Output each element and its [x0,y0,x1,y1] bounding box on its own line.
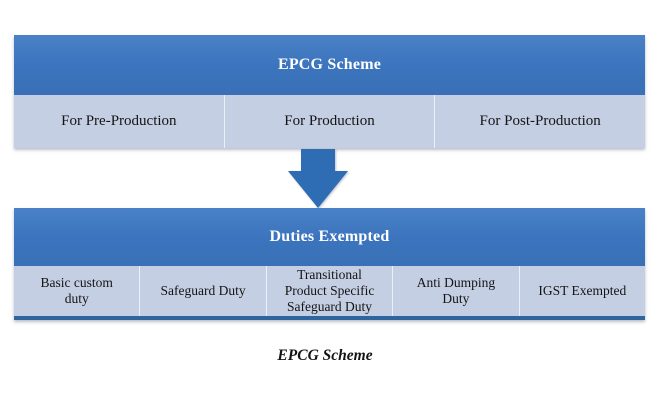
down-block-arrow-icon [288,149,348,208]
cell-anti-dumping-duty: Anti Dumping Duty [392,266,518,316]
cell-production: For Production [223,95,435,148]
epcg-scheme-table-header: EPCG Scheme [14,35,645,95]
cell-igst-exempted: IGST Exempted [518,266,645,316]
figure-caption: EPCG Scheme [277,347,373,364]
duties-exempted-table-row: Basic custom duty Safeguard Duty Transit… [14,266,645,316]
cell-safeguard-duty: Safeguard Duty [139,266,265,316]
cell-post-production: For Post-Production [434,95,645,148]
duties-exempted-table-header: Duties Exempted [14,208,645,266]
epcg-scheme-table-row: For Pre-Production For Production For Po… [14,95,645,148]
duties-exempted-table: Duties Exempted Basic custom duty Safegu… [14,208,645,320]
cell-basic-custom-duty: Basic custom duty [40,275,113,306]
cell-pre-production: For Pre-Production [61,113,177,129]
cell-transitional-product-specific-safeguard-duty: Transitional Product Specific Safeguard … [265,266,392,316]
epcg-scheme-table: EPCG Scheme For Pre-Production For Produ… [14,35,645,148]
